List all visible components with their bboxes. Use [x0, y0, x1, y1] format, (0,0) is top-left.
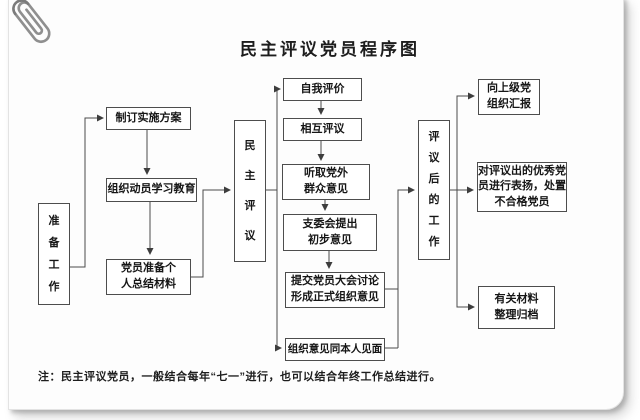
stage-review-label: 民主评议 — [244, 140, 256, 242]
step-meet-person-label: 组织意见同本人见面 — [287, 342, 383, 355]
stage-after-label: 评议后的工作 — [428, 131, 440, 248]
step-meeting-opinion-label: 提交党员大会讨论形成正式组织意见 — [291, 275, 379, 303]
step-reward-box: 对评议出的优秀党员进行表扬，处置不合格党员 — [477, 162, 567, 212]
step-materials-label: 党员准备个人总结材料 — [121, 262, 176, 290]
step-plan-label: 制订实施方案 — [115, 111, 182, 124]
stage-review-box: 民主评议 — [234, 120, 266, 262]
step-outside-opinions-box: 听取党外群众意见 — [282, 164, 370, 200]
step-archive-box: 有关材料整理归档 — [478, 286, 555, 329]
footnote: 注：民主评议党员，一般结合每年“七一”进行，也可以结合年终工作总结进行。 — [38, 371, 441, 383]
step-report-box: 向上级党组织汇报 — [478, 79, 540, 115]
step-committee-opinion-box: 支委会提出初步意见 — [283, 214, 377, 251]
step-mobilize-label: 组织动员学习教育 — [107, 183, 196, 196]
stage-prepare-label: 准备工作 — [48, 215, 60, 293]
step-mutual-eval-box: 相互评议 — [283, 118, 362, 141]
stage-prepare-box: 准备工作 — [38, 203, 70, 305]
step-plan-box: 制订实施方案 — [106, 107, 191, 130]
step-self-eval-label: 自我评价 — [300, 82, 345, 95]
step-meeting-opinion-box: 提交党员大会讨论形成正式组织意见 — [285, 272, 385, 308]
step-outside-opinions-label: 听取党外群众意见 — [304, 167, 348, 195]
step-mutual-eval-label: 相互评议 — [300, 122, 345, 135]
step-materials-box: 党员准备个人总结材料 — [106, 259, 191, 295]
paperclip-icon — [12, 0, 51, 44]
page-title: 民主评议党员程序图 — [240, 40, 420, 59]
step-self-eval-box: 自我评价 — [283, 78, 362, 101]
stage-after-box: 评议后的工作 — [418, 120, 450, 260]
step-committee-opinion-label: 支委会提出初步意见 — [302, 217, 358, 246]
step-meet-person-box: 组织意见同本人见面 — [285, 338, 385, 361]
step-reward-label: 对评议出的优秀党员进行表扬，处置不合格党员 — [478, 164, 566, 208]
step-mobilize-box: 组织动员学习教育 — [106, 178, 197, 202]
step-archive-label: 有关材料整理归档 — [494, 292, 539, 321]
step-report-label: 向上级党组织汇报 — [487, 82, 531, 110]
